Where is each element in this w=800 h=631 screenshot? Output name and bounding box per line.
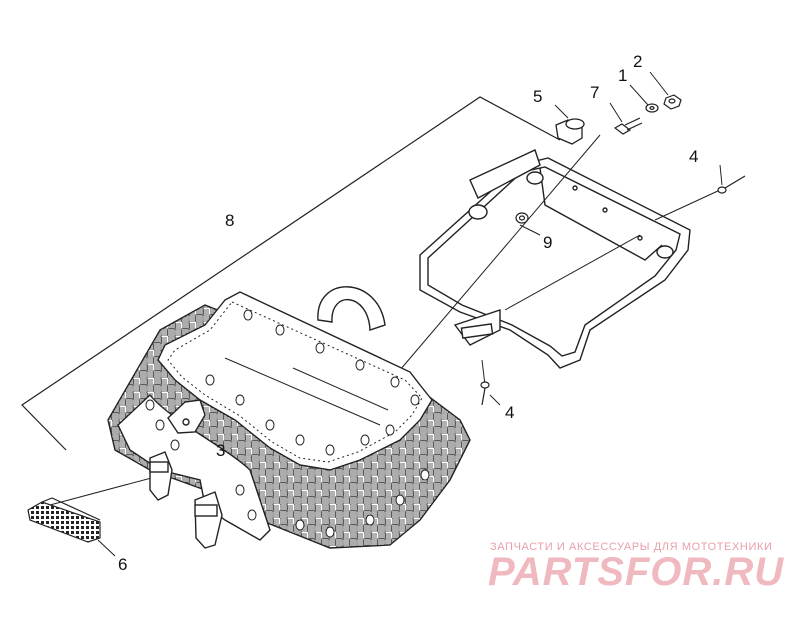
screw-part-top (717, 175, 746, 194)
callout-4-bottom: 4 (505, 403, 514, 422)
grommet-part (515, 212, 529, 224)
callout-4-top: 4 (689, 147, 698, 166)
callout-1: 1 (618, 66, 627, 85)
screw-part-bottom (480, 381, 490, 406)
kit-bracket-lines (21, 96, 561, 451)
callout-labels: 1 2 3 4 4 5 6 7 8 9 (118, 52, 698, 574)
nut-part (663, 94, 682, 110)
bolt-part (613, 117, 643, 135)
callout-5: 5 (533, 87, 542, 106)
callout-3: 3 (216, 441, 225, 460)
watermark: ЗАПЧАСТИ И АКСЕССУАРЫ ДЛЯ МОТОТЕХНИКИ PA… (488, 541, 784, 594)
callout-7: 7 (590, 83, 599, 102)
callout-9: 9 (543, 233, 552, 252)
reflector-part (27, 497, 101, 543)
washer-part (645, 103, 659, 113)
callout-8: 8 (225, 211, 234, 230)
saddlebag-support-rack (419, 149, 691, 369)
watermark-tagline: ЗАПЧАСТИ И АКСЕССУАРЫ ДЛЯ МОТОТЕХНИКИ (490, 541, 772, 553)
saddlebag (107, 286, 471, 549)
callout-6: 6 (118, 555, 127, 574)
callout-2: 2 (633, 52, 642, 71)
watermark-brand: PARTSFOR.RU (488, 550, 784, 594)
spacer-part (555, 118, 585, 145)
